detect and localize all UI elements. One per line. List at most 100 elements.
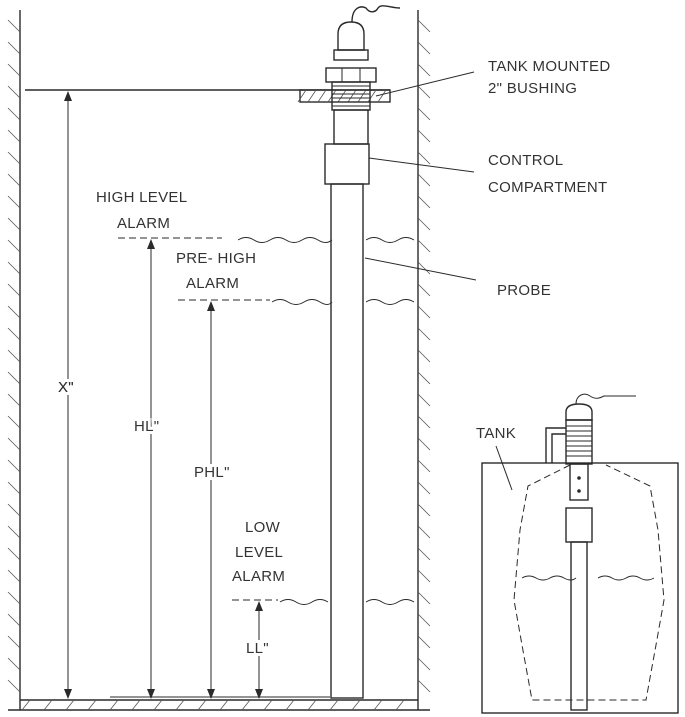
hatch-mark — [337, 89, 347, 103]
tank-top-plate — [25, 89, 391, 103]
hatch-mark — [7, 19, 21, 33]
hatch-mark — [21, 699, 31, 711]
hatch-mark — [417, 393, 431, 407]
hatch-mark — [65, 699, 75, 711]
hatch-mark — [7, 503, 21, 517]
hatch-mark — [329, 699, 339, 711]
hatch-mark — [307, 699, 317, 711]
pre-high-label-line2: ALARM — [186, 275, 239, 292]
hatch-mark — [395, 699, 405, 711]
hatch-mark — [43, 699, 53, 711]
high-level-label-line1: HIGH LEVEL — [96, 189, 187, 206]
bushing-label-line1: TANK MOUNTED — [488, 58, 611, 75]
hatch-mark — [417, 613, 431, 627]
hatch-mark — [417, 371, 431, 385]
hatch-mark — [285, 699, 295, 711]
hatch-mark — [417, 635, 431, 649]
probe-hex-nut — [325, 67, 377, 83]
hatch-mark — [7, 173, 21, 187]
hatch-mark — [7, 613, 21, 627]
hatch-mark — [417, 657, 431, 671]
low-level-line — [232, 599, 415, 605]
hatch-mark — [417, 547, 431, 561]
hatch-mark — [7, 261, 21, 275]
hatch-mark — [241, 699, 251, 711]
low-level-label-line1: LOW — [245, 519, 281, 536]
hatch-mark — [417, 591, 431, 605]
hatch-mark — [417, 459, 431, 473]
hatch-mark — [417, 217, 431, 231]
hatch-mark — [7, 591, 21, 605]
hatch-mark — [307, 89, 317, 103]
hatch-mark — [417, 151, 431, 165]
hatch-mark — [7, 547, 21, 561]
tank-wall-left — [7, 10, 21, 710]
probe-rod — [330, 183, 364, 699]
hatch-mark — [7, 569, 21, 583]
hatch-mark — [417, 679, 431, 693]
hatch-mark — [417, 437, 431, 451]
tank-wall-right — [417, 10, 431, 710]
hatch-mark — [417, 327, 431, 341]
hatch-mark — [7, 151, 21, 165]
high-level-label-line2: ALARM — [117, 215, 170, 232]
high-level-line — [118, 237, 415, 243]
hatch-mark — [197, 699, 207, 711]
tank-floor — [8, 699, 430, 711]
hatch-mark — [7, 107, 21, 121]
hatch-mark — [417, 525, 431, 539]
hatch-mark — [7, 393, 21, 407]
probe-assembly — [324, 5, 401, 699]
hatch-mark — [7, 85, 21, 99]
probe-dome-cap — [337, 21, 365, 51]
hatch-mark — [109, 699, 119, 711]
hatch-mark — [7, 195, 21, 209]
hatch-mark — [7, 437, 21, 451]
hatch-mark — [297, 89, 307, 103]
hatch-mark — [7, 349, 21, 363]
hatch-mark — [417, 195, 431, 209]
hl-dimension-label-bg: HL" — [134, 418, 159, 435]
x-dimension-label-text: X" — [58, 379, 74, 396]
inset-tank-leader — [495, 445, 513, 491]
ll-dimension-label-bg: LL" — [246, 640, 269, 657]
hatch-mark — [351, 699, 361, 711]
hatch-mark — [7, 239, 21, 253]
hatch-mark — [417, 41, 431, 55]
hatch-mark — [373, 699, 383, 711]
hatch-mark — [7, 657, 21, 671]
hatch-mark — [263, 699, 273, 711]
probe-label: PROBE — [497, 282, 551, 299]
hatch-mark — [417, 85, 431, 99]
bushing-label-line2: 2" BUSHING — [488, 80, 577, 97]
hatch-mark — [7, 327, 21, 341]
pre-high-label-line1: PRE- HIGH — [176, 250, 256, 267]
phl-dimension-label-bg: PHL" — [194, 464, 230, 481]
x-dimension-label: X" — [58, 379, 74, 396]
hatch-mark — [7, 63, 21, 77]
low-level-label-line3: ALARM — [232, 568, 285, 585]
hatch-mark — [417, 569, 431, 583]
hatch-mark — [417, 107, 431, 121]
probe-leader — [364, 257, 477, 281]
hatch-mark — [7, 635, 21, 649]
control-label-line2: COMPARTMENT — [488, 179, 607, 196]
pre-high-level-line — [178, 299, 415, 305]
hatch-mark — [377, 89, 387, 103]
hatch-mark — [153, 699, 163, 711]
hatch-mark — [417, 481, 431, 495]
hatch-mark — [7, 371, 21, 385]
hatch-mark — [357, 89, 367, 103]
hatch-mark — [7, 481, 21, 495]
hatch-mark — [7, 305, 21, 319]
hatch-mark — [347, 89, 357, 103]
hatch-mark — [417, 129, 431, 143]
hatch-mark — [7, 283, 21, 297]
hatch-mark — [417, 503, 431, 517]
bushing-leader — [375, 71, 475, 97]
hatch-mark — [317, 89, 327, 103]
low-level-label-line2: LEVEL — [235, 544, 283, 561]
hatch-mark — [417, 349, 431, 363]
hatch-mark — [7, 129, 21, 143]
